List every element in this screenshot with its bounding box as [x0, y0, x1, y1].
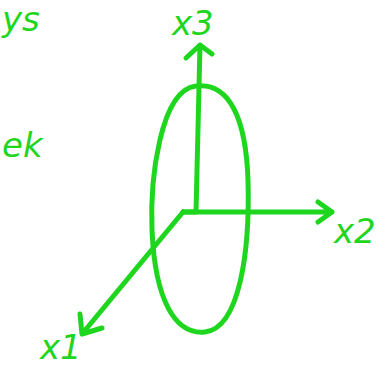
axis-2: [183, 202, 332, 222]
fragment-text: ys: [2, 2, 40, 36]
fragment-text: ek: [2, 128, 43, 162]
axis-label: x2: [334, 214, 376, 248]
axis-label: x3: [172, 6, 214, 40]
axis-3: [183, 45, 212, 212]
axis-label: x1: [40, 330, 82, 364]
axis-1: [80, 212, 183, 334]
